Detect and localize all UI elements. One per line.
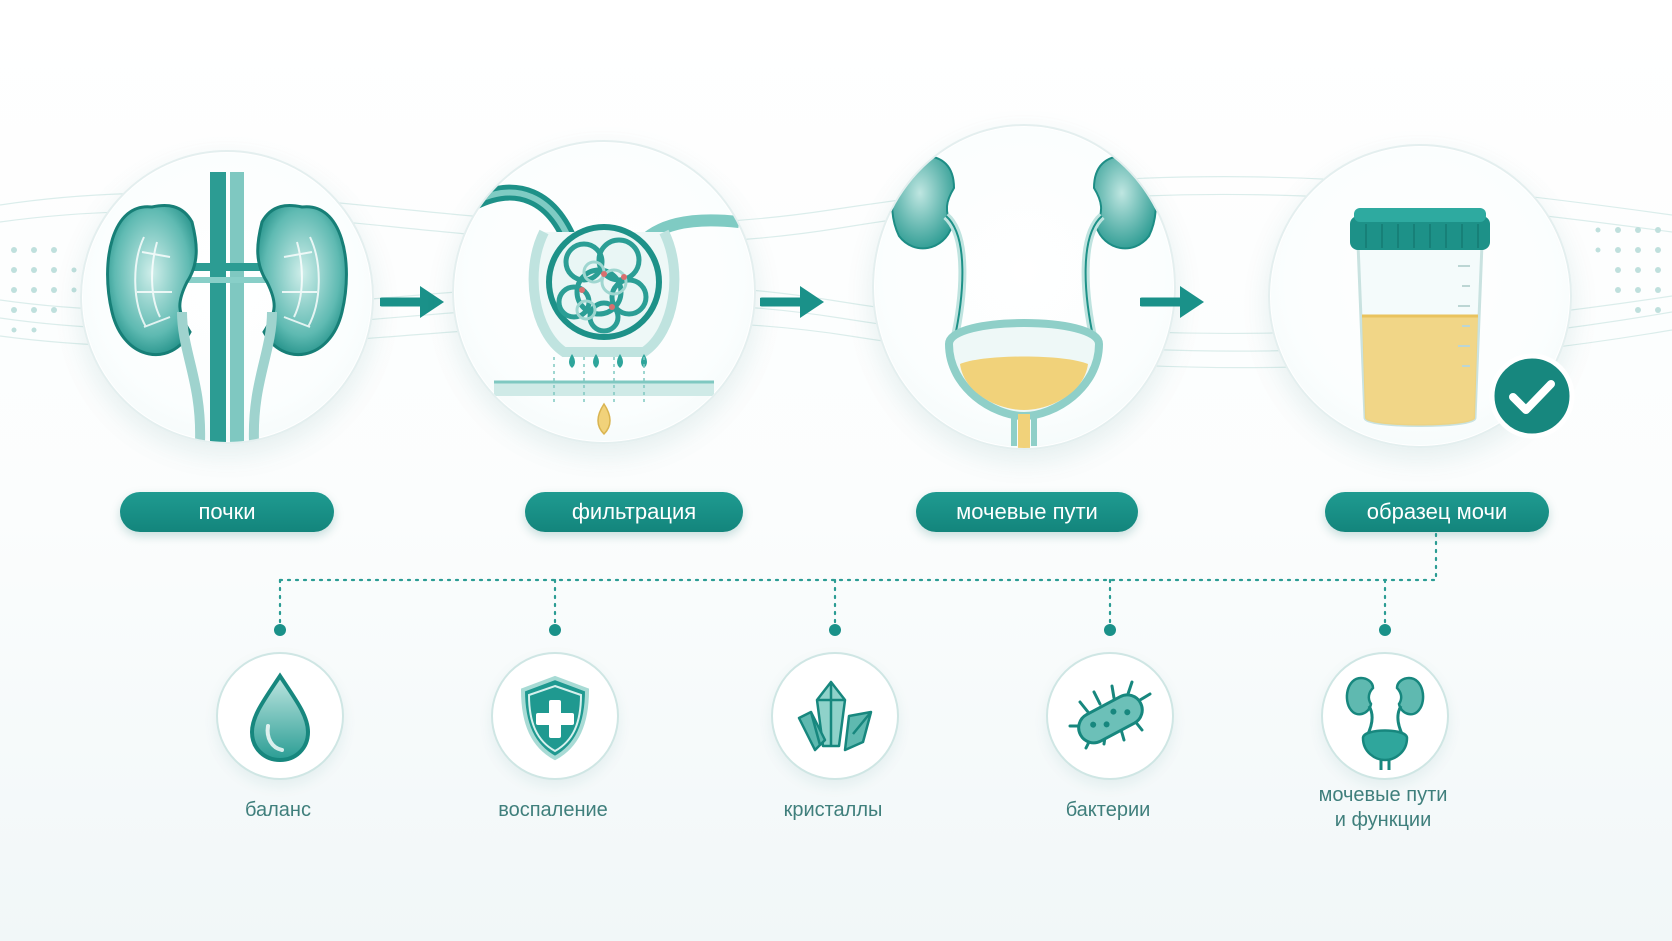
crystals-icon [797,680,873,752]
param-crystals-circle [771,652,899,780]
stage-label-kidneys: почки [120,492,334,532]
param-inflammation-circle [491,652,619,780]
stage-kidneys-circle [80,150,374,444]
stage-label-urine-sample: образец мочи [1325,492,1549,532]
stage-urinary-tract-circle [872,124,1176,450]
stage-label-filtration: фильтрация [525,492,743,532]
param-label-bacteria: бактерии [1065,799,1151,821]
bacteria-icon [1068,680,1152,750]
dot-pattern-right [1595,227,1661,313]
urine-sample-cup-icon [1350,208,1490,427]
flow-arrow-3 [1140,286,1204,318]
check-badge-icon [1489,353,1575,439]
stage-urine-sample-circle [1268,144,1572,448]
param-label-balance: баланс [245,799,311,821]
glomerulus-filtration-icon [470,184,740,436]
stage-filtration-circle [452,140,756,444]
param-label-inflammation: воспаление [498,799,608,821]
water-drop-icon [249,672,311,763]
flow-arrow-1 [380,286,444,318]
param-label-urinary-system-line1: мочевые пути [1318,784,1448,806]
param-balance-circle [216,652,344,780]
param-urinary-system-circle [1321,652,1449,780]
urinary-tract-icon [891,154,1157,448]
param-bacteria-circle [1046,652,1174,780]
kidneys-icon [106,172,348,442]
param-label-urinary-system-line2: и функции [1334,809,1432,831]
dot-pattern-left [11,247,77,333]
stage-label-urinary-tract: мочевые пути [916,492,1138,532]
flow-arrow-2 [760,286,824,318]
param-label-urinary-system: мочевые пути и функции [1273,783,1493,833]
shield-plus-icon [520,675,590,761]
param-label-crystals: кристаллы [783,799,883,821]
urinary-system-icon [1345,676,1425,770]
